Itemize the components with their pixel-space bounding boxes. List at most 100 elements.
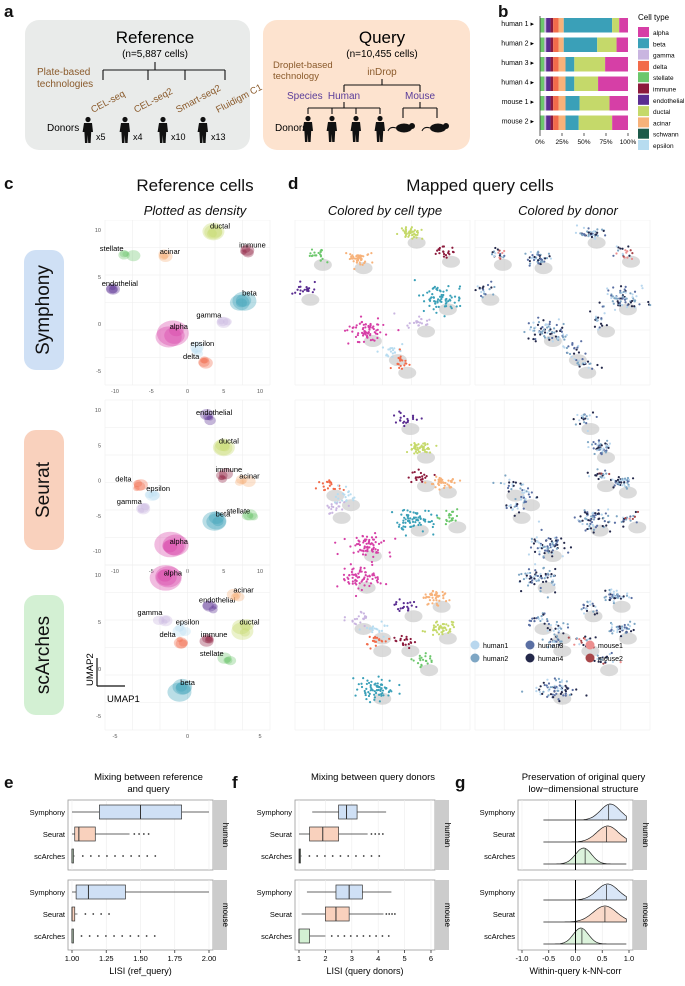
cell-point xyxy=(393,312,396,315)
cell-point xyxy=(607,514,610,517)
bar-ductal xyxy=(579,96,610,111)
cell-point xyxy=(494,246,497,250)
cell-point xyxy=(433,285,437,288)
cell-point xyxy=(393,347,396,350)
cell-point xyxy=(374,691,378,695)
cell-point xyxy=(342,488,345,492)
cell-point xyxy=(627,478,631,482)
cell-point xyxy=(576,362,579,365)
bar-label-4: mouse 1 ▸ xyxy=(502,99,535,106)
cell-point xyxy=(448,512,451,516)
density-beta xyxy=(208,511,225,524)
cell-point xyxy=(548,628,552,631)
cell-point xyxy=(546,629,549,633)
cell-point xyxy=(425,475,428,478)
mouse-icon xyxy=(421,126,431,132)
cell-point xyxy=(416,662,420,665)
cell-point xyxy=(413,446,417,449)
cell-point xyxy=(438,488,441,491)
cell-point xyxy=(478,286,481,289)
tick-label: 6 xyxy=(429,954,433,963)
density-stellate xyxy=(122,251,129,257)
cell-point xyxy=(604,589,607,592)
cell-point xyxy=(376,317,380,320)
cell-point xyxy=(619,627,622,630)
cell-point xyxy=(365,335,369,338)
cell-point xyxy=(301,290,305,293)
cell-point xyxy=(559,687,562,690)
cell-point xyxy=(401,359,404,362)
cell-point xyxy=(522,483,525,486)
cell-point xyxy=(308,254,311,257)
density-epsilon xyxy=(194,350,204,358)
outlier xyxy=(92,913,95,915)
cell-point xyxy=(614,481,617,484)
cell-point xyxy=(362,677,365,680)
legend-label-gamma: gamma xyxy=(653,53,675,60)
cell-point xyxy=(428,451,432,454)
cell-point xyxy=(536,323,540,326)
cell-point xyxy=(353,267,356,271)
outlier xyxy=(138,855,141,857)
cell-point xyxy=(360,570,363,573)
cell-point xyxy=(533,620,536,623)
cell-point xyxy=(392,414,396,417)
outlier xyxy=(88,935,91,937)
cell-point xyxy=(402,229,405,232)
density-immune xyxy=(216,470,228,481)
cell-point xyxy=(432,296,435,299)
bar-alpha xyxy=(619,18,628,33)
cell-point xyxy=(604,234,607,237)
cell-point xyxy=(354,257,357,260)
cell-point xyxy=(361,334,365,337)
bar-delta xyxy=(553,115,559,130)
cell-point xyxy=(578,365,581,368)
cell-point xyxy=(543,577,546,580)
cell-point xyxy=(547,689,550,692)
cell-point xyxy=(549,693,553,696)
density-endothelial xyxy=(108,286,118,294)
cell-point xyxy=(546,627,549,630)
cell-point xyxy=(577,359,581,362)
cell-point xyxy=(376,336,379,340)
cell-point xyxy=(448,628,451,631)
cell-point xyxy=(369,322,372,326)
cell-point xyxy=(533,538,536,541)
cell-point xyxy=(625,486,628,489)
density-immune xyxy=(199,635,214,647)
cell-point xyxy=(377,688,380,692)
cell-point xyxy=(631,517,634,521)
cell-point xyxy=(531,617,534,620)
tick-label: 2 xyxy=(323,954,327,963)
cell-point xyxy=(429,657,432,660)
cell-point xyxy=(505,506,508,510)
cell-point xyxy=(610,296,613,300)
cell-point xyxy=(344,485,348,488)
cell-point xyxy=(520,590,523,593)
cluster-label-delta: delta xyxy=(183,352,200,361)
reference-shadow xyxy=(448,521,467,534)
cell-point xyxy=(409,510,412,513)
cell-point xyxy=(343,579,346,582)
cell-point xyxy=(351,580,354,583)
cell-point xyxy=(444,302,447,305)
cell-point xyxy=(343,329,347,332)
cell-point xyxy=(573,347,576,350)
outlier xyxy=(130,855,133,857)
outlier xyxy=(381,833,384,835)
cell-point xyxy=(368,575,371,578)
cell-point xyxy=(351,619,354,622)
cell-point xyxy=(335,502,338,505)
cell-point xyxy=(374,540,377,544)
cell-point xyxy=(612,601,615,605)
cell-point xyxy=(441,631,444,634)
cell-point xyxy=(365,697,368,701)
reference-shadow xyxy=(628,521,647,534)
cell-point xyxy=(416,229,419,233)
cell-point xyxy=(536,540,539,543)
cell-point xyxy=(402,643,405,647)
cell-point xyxy=(564,335,567,338)
outlier xyxy=(387,935,390,937)
cell-point xyxy=(418,475,421,479)
